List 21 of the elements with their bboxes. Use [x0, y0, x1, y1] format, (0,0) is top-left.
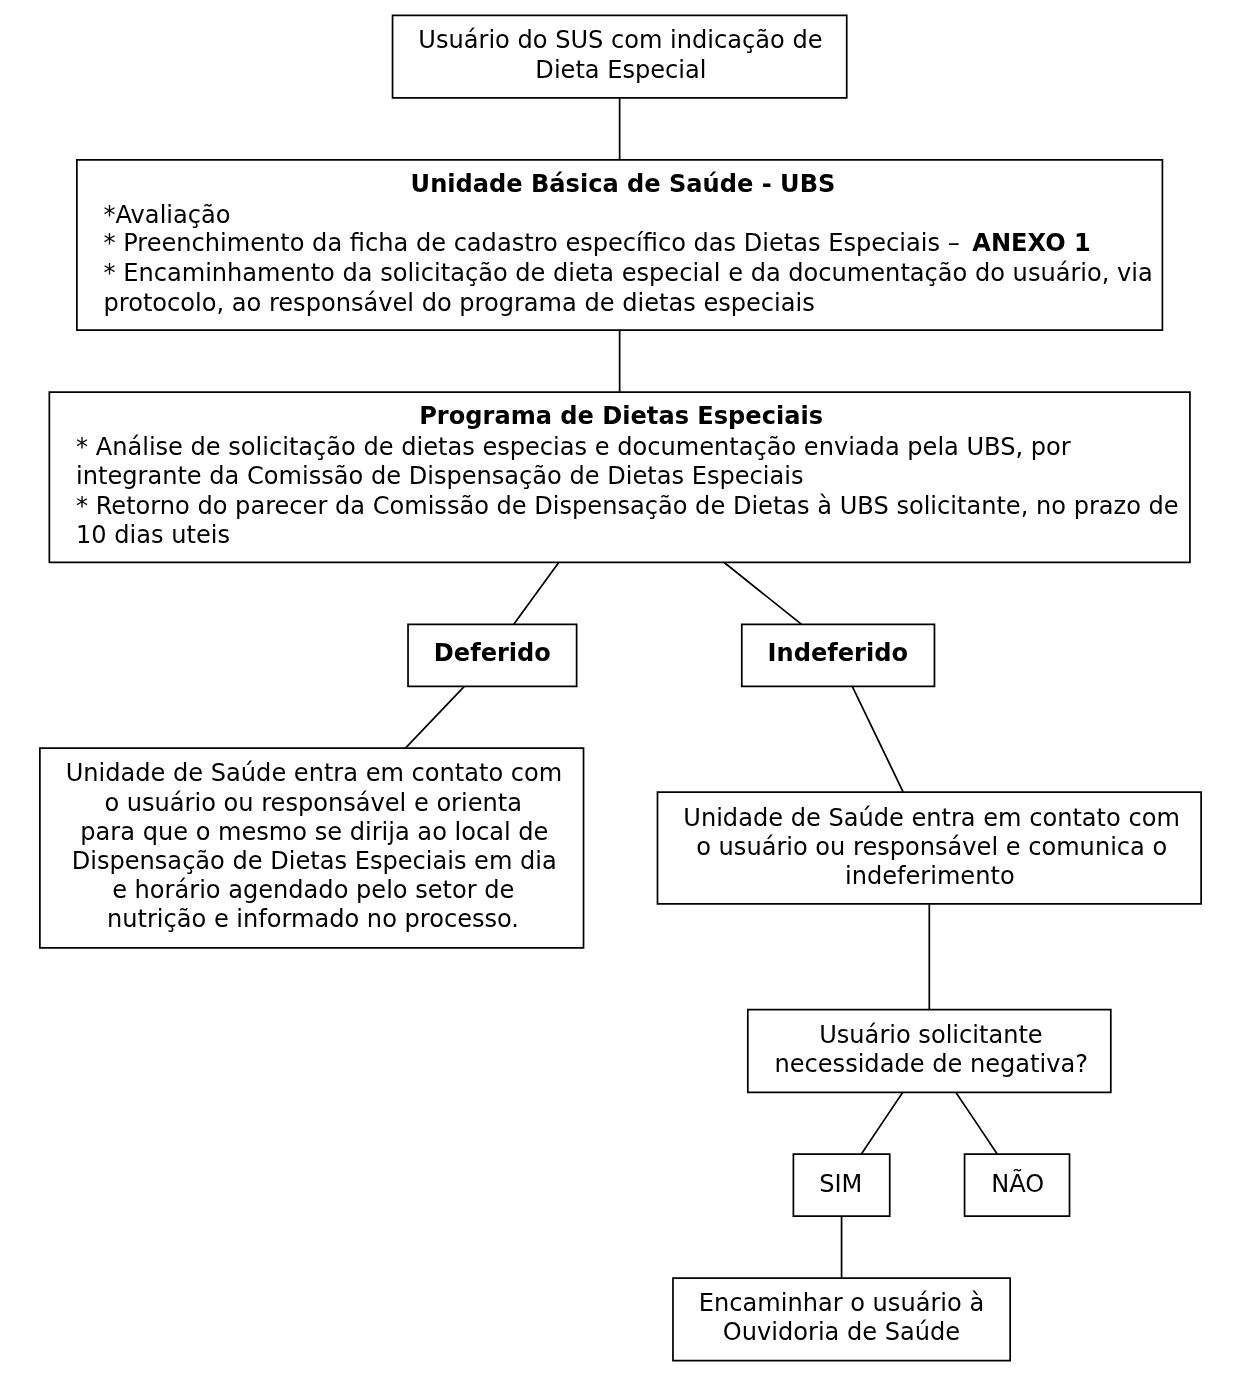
node-box: Indeferido [740, 623, 935, 688]
connector [723, 561, 802, 625]
node-box: Unidade de Saúde entra em contato com o usuário ou responsável e comunica o indeferimento [656, 791, 1202, 905]
node-box: Usuário do SUS com indicação de Dieta Especial [391, 14, 848, 99]
node-box: Programa de Dietas Especiais * Análise de solicitação de dietas especias e documentação enviada pela UBS, por integrante da Comissão de Dispensação de Dietas Especiais * Retorno do parecer da Comissão de Dispensação de Dietas à UBS solicitante, no prazo de 10 dias uteis [48, 391, 1191, 564]
node-box: SIM [792, 1153, 891, 1217]
connector [404, 685, 465, 749]
node-box: Usuário solicitante necessidade de negativa? [746, 1008, 1112, 1094]
connector [512, 561, 559, 625]
connector [618, 329, 620, 393]
node-box: Encaminhar o usuário à Ouvidoria de Saúde [671, 1277, 1011, 1362]
node-box: Unidade de Saúde entra em contato com o usuário ou responsável e orienta para que o mesmo se dirija ao local de Dispensação de Dietas Especiais em dia e horário agendado pelo setor de nutrição e informado no processo. [38, 747, 584, 949]
node-box: Deferido [406, 623, 577, 688]
node-box: Unidade Básica de Saúde - UBS *Avaliação * Preenchimento da ficha de cadastro específico das Dietas Especiais – ANEXO 1 * Encaminhamento da solicitação de dieta especial e da documentação do usuário, via protocolo, ao responsável do programa de dietas especiais [75, 159, 1163, 332]
connector [859, 1091, 903, 1155]
connector [618, 97, 620, 161]
connector [851, 685, 904, 793]
connector [840, 1215, 842, 1279]
node-box: NÃO [963, 1153, 1070, 1217]
connector [927, 903, 930, 1011]
connector [954, 1091, 998, 1155]
